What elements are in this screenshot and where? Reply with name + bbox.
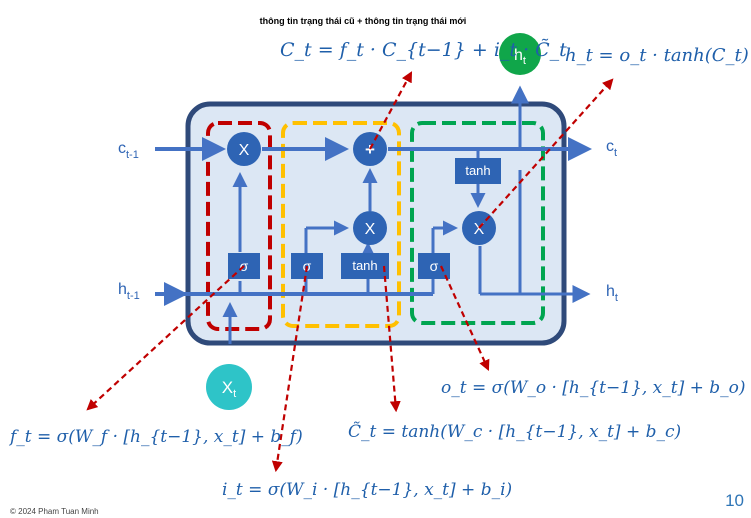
equation-f-t: f_t = σ(W_f · [h_{t−1}, x_t] + b_f) [8, 427, 303, 447]
svg-text:σ: σ [303, 258, 312, 274]
output-sigma-box: σ [418, 253, 450, 279]
pointer-c-t [369, 71, 413, 150]
svg-text:σ: σ [240, 258, 249, 274]
equation-h-t: h_t = o_t · tanh(C_t) [565, 45, 749, 66]
equation-c-tilde: C̃_t = tanh(W_c · [h_{t−1}, x_t] + b_c) [348, 422, 681, 442]
svg-text:σ: σ [430, 258, 439, 274]
pointer-h-t [478, 78, 614, 229]
input-multiply-node: X [353, 211, 387, 245]
h-t-label: ht [606, 283, 618, 304]
forget-multiply-node: X [227, 132, 261, 166]
input-tanh-box: tanh [341, 253, 389, 279]
equations: C_t = f_t · C_{t−1} + i_t · C̃_t h_t = o… [8, 39, 749, 500]
svg-text:tanh: tanh [465, 163, 490, 178]
c-t-label: ct [606, 138, 617, 159]
h-prev-label: ht-1 [118, 281, 140, 302]
svg-text:X: X [239, 142, 250, 159]
svg-text:Xt: Xt [222, 378, 236, 400]
copyright-text: © 2024 Pham Tuan Minh [10, 507, 99, 516]
internal-connections [222, 85, 591, 344]
equation-c-t: C_t = f_t · C_{t−1} + i_t · C̃_t [280, 39, 567, 61]
pointer-o-t [439, 265, 490, 372]
svg-text:tanh: tanh [352, 258, 377, 273]
forget-gate-box [206, 121, 272, 331]
svg-text:ht: ht [514, 47, 526, 67]
input-gate-box [281, 121, 401, 328]
svg-text:X: X [474, 221, 485, 238]
pointer-i-t [271, 265, 309, 473]
svg-text:+: + [365, 140, 375, 159]
pointer-c-tilde [382, 265, 401, 413]
equation-o-t: o_t = σ(W_o · [h_{t−1}, x_t] + b_o) [441, 378, 746, 398]
h-top-circle: ht [499, 33, 541, 75]
svg-text:X: X [365, 221, 376, 238]
x-input-circle: Xt [206, 364, 252, 410]
header-note: thông tin trạng thái cũ + thông tin trạn… [260, 16, 467, 26]
equation-i-t: i_t = σ(W_i · [h_{t−1}, x_t] + b_i) [222, 480, 512, 500]
annotation-pointers [86, 71, 614, 473]
c-prev-label: ct-1 [118, 140, 139, 161]
pointer-f-t [86, 265, 245, 411]
cell-tanh-box: tanh [455, 158, 501, 184]
page-number: 10 [725, 491, 744, 510]
